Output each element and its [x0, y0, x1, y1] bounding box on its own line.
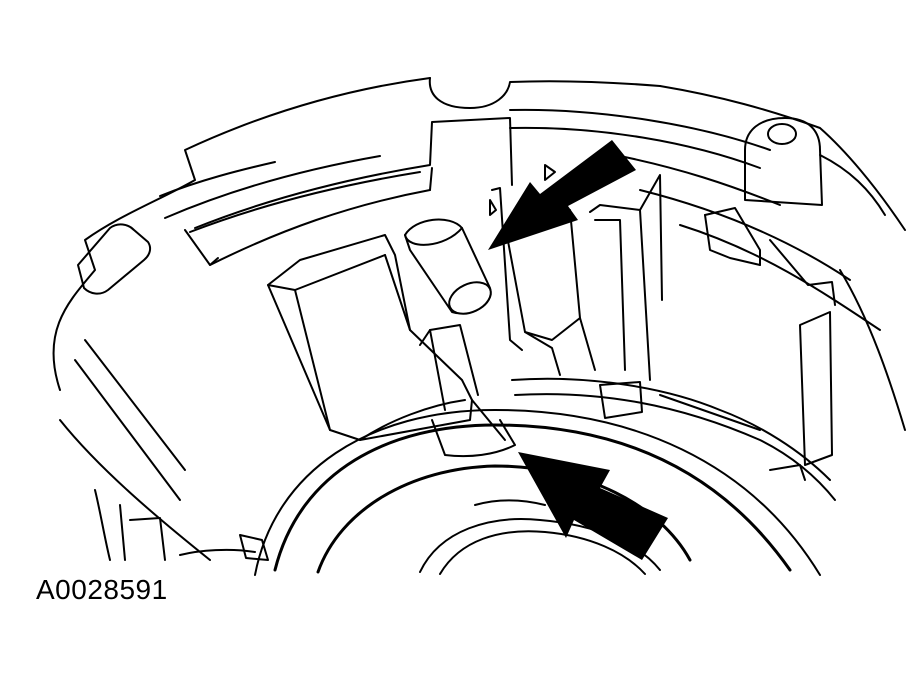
lower-arrow	[518, 452, 668, 560]
center-block	[267, 234, 516, 458]
figure-id-label: A0028591	[36, 574, 168, 605]
lower-left-detail	[59, 339, 269, 561]
cylindrical-pin	[404, 218, 492, 315]
bore	[254, 409, 821, 576]
case-outline	[52, 77, 906, 431]
upper-wall	[184, 117, 513, 266]
right-blocks	[489, 164, 836, 501]
upper-arrow	[488, 140, 636, 250]
